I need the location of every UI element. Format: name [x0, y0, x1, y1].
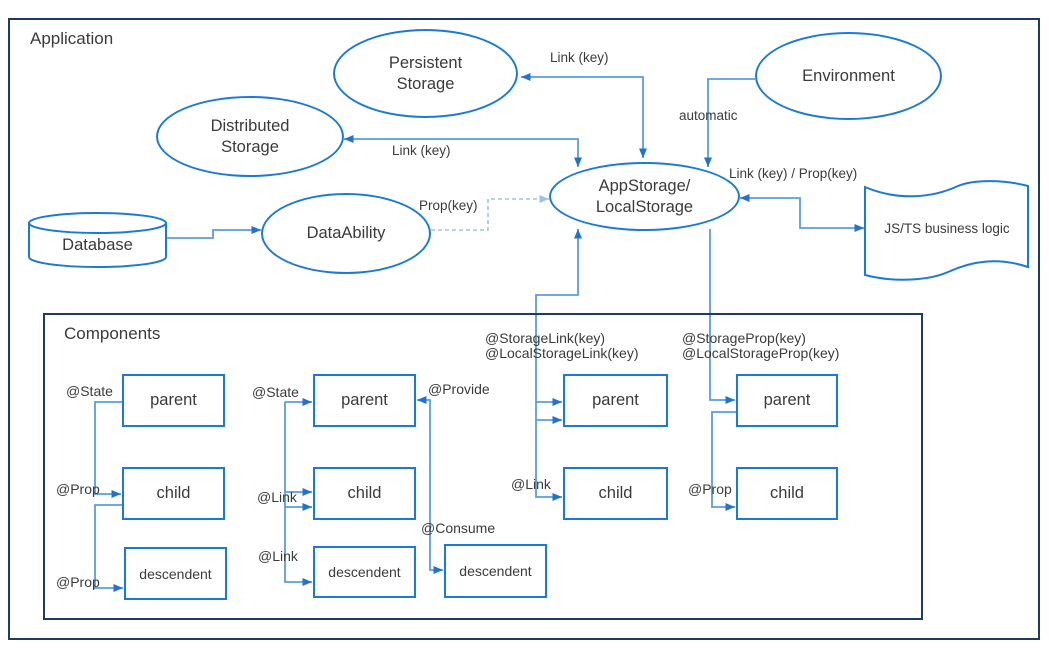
- tree2-main-line: [284, 402, 312, 586]
- tree2-link-child-label: @Link: [257, 489, 297, 505]
- consume-descendent-label: descendent: [459, 563, 532, 579]
- persistent-link-label: Link (key): [550, 50, 609, 65]
- tree4-parent-box: parent: [736, 374, 838, 427]
- tree2-state-label: @State: [252, 384, 299, 400]
- tree4-prop-line: [711, 411, 736, 511]
- dataability-node: DataAbility: [261, 193, 431, 274]
- appstorage-label-1: AppStorage/: [598, 177, 691, 196]
- tree1-descendent-box: descendent: [124, 547, 227, 600]
- prop-key-label: Prop(key): [419, 198, 478, 213]
- tree2-descendent-box: descendent: [313, 546, 416, 598]
- environment-node: Environment: [755, 32, 942, 120]
- distributed-storage-label-1: Distributed: [210, 117, 290, 136]
- database-label: Database: [62, 236, 133, 254]
- tree1-prop-descendent-label: @Prop: [56, 574, 100, 590]
- tree1-state-label: @State: [66, 383, 113, 399]
- storagelink-heading-1: @StorageLink(key): [485, 330, 606, 346]
- consume-descendent-box: descendent: [444, 544, 547, 598]
- tree2-descendent-label: descendent: [328, 564, 401, 580]
- environment-label: Environment: [802, 66, 895, 85]
- application-frame: [8, 18, 1040, 640]
- jsts-label: JS/TS business logic: [884, 221, 1010, 236]
- tree2-child-label: child: [347, 484, 382, 502]
- persistent-link-line: [521, 73, 647, 158]
- environment-automatic-line: [704, 78, 755, 167]
- tree1-descendent-label: descendent: [139, 565, 212, 582]
- tree2-parent-label: parent: [341, 391, 388, 409]
- dataability-prop-line: [431, 195, 549, 231]
- tree1-prop-child-label: @Prop: [56, 481, 100, 497]
- components-title: Components: [64, 324, 161, 343]
- provide-consume-line: [417, 396, 443, 574]
- tree1-prop-descendent-line: [94, 504, 123, 592]
- appstorage-node: AppStorage/ LocalStorage: [549, 162, 740, 231]
- persistent-storage-label-2: Storage: [396, 74, 455, 93]
- database-cylinder: [28, 212, 167, 268]
- tree1-parent-box: parent: [122, 374, 225, 427]
- tree2-link-descendent-label: @Link: [258, 548, 298, 564]
- appstorage-jsts-line: [740, 194, 864, 232]
- tree4-prop-label: @Prop: [688, 481, 732, 497]
- tree2-child-box: child: [313, 467, 416, 520]
- storageprop-down-line: [709, 229, 735, 404]
- storageprop-heading-2: @LocalStorageProp(key): [682, 345, 840, 361]
- application-title: Application: [30, 29, 114, 48]
- storageprop-heading-1: @StorageProp(key): [682, 330, 806, 346]
- distributed-storage-node: Distributed Storage: [156, 96, 344, 177]
- dataability-label: DataAbility: [306, 224, 386, 243]
- distributed-link-line: [344, 135, 582, 167]
- tree1-prop-child-line: [94, 401, 122, 498]
- distributed-storage-label-2: Storage: [221, 137, 279, 156]
- tree1-child-label: child: [156, 484, 191, 502]
- link-prop-label: Link (key) / Prop(key): [729, 166, 858, 181]
- automatic-label: automatic: [679, 108, 738, 123]
- jsts-tape-shape: [864, 180, 1029, 281]
- tree1-parent-label: parent: [150, 391, 197, 409]
- tree3-child-box: child: [563, 467, 668, 520]
- tree4-child-label: child: [770, 484, 804, 502]
- consume-label: @Consume: [421, 520, 496, 536]
- tree4-parent-label: parent: [763, 391, 811, 409]
- tree3-link-label: @Link: [511, 476, 551, 492]
- tree1-child-box: child: [122, 467, 225, 520]
- persistent-storage-label-1: Persistent: [388, 54, 463, 73]
- persistent-storage-node: Persistent Storage: [333, 29, 518, 118]
- storagelink-up-line: [535, 229, 582, 501]
- appstorage-label-2: LocalStorage: [595, 197, 694, 216]
- database-dataability-line: [166, 226, 261, 239]
- tree3-child-label: child: [598, 484, 633, 502]
- storagelink-heading-2: @LocalStorageLink(key): [485, 345, 639, 361]
- provide-label: @Provide: [428, 381, 490, 397]
- distributed-link-label: Link (key): [392, 143, 451, 158]
- tree2-parent-box: parent: [313, 374, 416, 427]
- tree4-child-box: child: [736, 467, 838, 520]
- tree3-parent-box: parent: [563, 374, 668, 427]
- tree3-parent-label: parent: [592, 391, 639, 409]
